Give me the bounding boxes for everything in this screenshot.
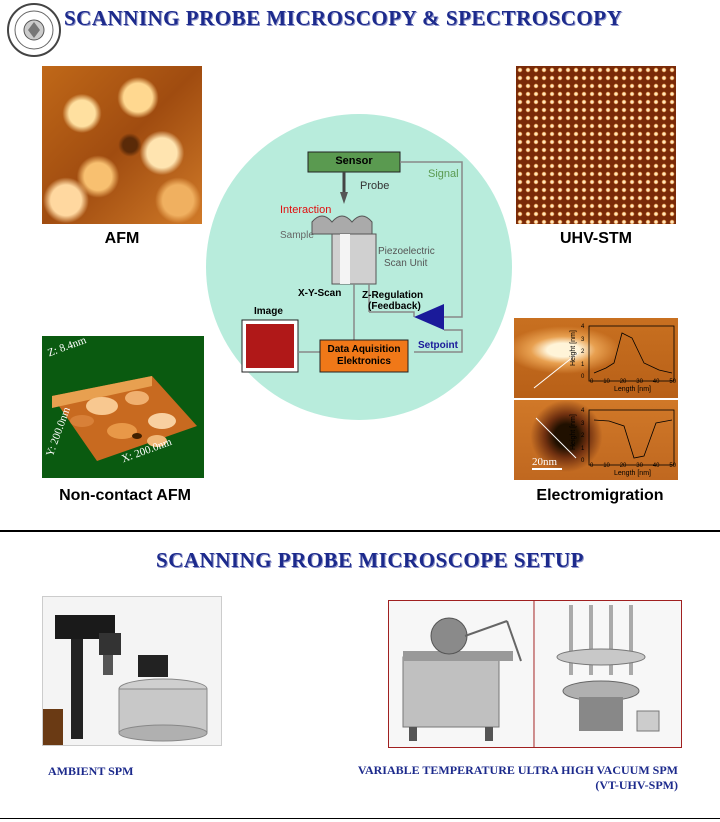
ambient-spm-photo xyxy=(42,596,222,746)
em-ylabel-2: Height [nm] xyxy=(570,414,577,450)
em-yticks-1: 4 3 2 1 0 xyxy=(581,324,584,380)
em-yticks-2: 4 3 2 1 0 xyxy=(581,408,584,464)
uhv-stm-image xyxy=(516,66,676,224)
ambient-spm-caption: AMBIENT SPM xyxy=(48,764,134,778)
section-divider xyxy=(0,530,720,532)
vt-uhv-spm-photo-frame xyxy=(388,600,682,748)
afm-caption: AFM xyxy=(104,230,140,247)
electromigration-caption: Electromigration xyxy=(536,487,664,504)
em-ytick: 0 xyxy=(581,458,585,464)
xy-scan-label: X-Y-Scan xyxy=(298,288,342,299)
em-ytick: 3 xyxy=(581,336,585,343)
em-xtick: 30 xyxy=(636,463,643,469)
em-ytick: 2 xyxy=(581,433,585,439)
em-ytick: 3 xyxy=(581,420,585,427)
piezo-label-line2: Scan Unit xyxy=(384,258,428,269)
em-xticks-2: 0 10 20 30 40 50 xyxy=(590,463,676,469)
probe-label: Probe xyxy=(360,180,390,192)
afm-image xyxy=(42,66,202,224)
daq-label-line1: Data Aquisition xyxy=(327,344,401,355)
em-xtick: 0 xyxy=(590,379,594,385)
em-xtick: 0 xyxy=(590,463,594,469)
em-xticks-1: 0 10 20 30 40 50 xyxy=(590,379,676,385)
interaction-label: Interaction xyxy=(280,204,332,216)
noncontact-afm-image: Z: 8.4nm Y: 200.0nm X: 200.0nm xyxy=(42,336,204,478)
em-ytick: 1 xyxy=(581,445,585,452)
em-ytick: 0 xyxy=(581,374,585,380)
bottom-divider xyxy=(0,818,720,819)
em-xtick: 40 xyxy=(652,379,660,385)
em-xtick: 50 xyxy=(669,379,676,385)
sample-label: Sample xyxy=(280,230,314,241)
image-label: Image xyxy=(254,306,283,317)
em-ytick: 4 xyxy=(581,324,585,330)
z-regulation-label-line2: (Feedback) xyxy=(368,301,421,312)
university-seal-logo xyxy=(4,2,64,58)
em-xlabel-1: Length [nm] xyxy=(614,386,651,393)
em-xtick: 30 xyxy=(636,379,643,385)
em-ytick: 4 xyxy=(581,408,585,414)
em-xtick: 10 xyxy=(603,379,610,385)
em-xtick: 40 xyxy=(652,463,660,469)
em-xtick: 50 xyxy=(669,463,676,469)
em-ytick: 1 xyxy=(581,361,585,368)
z-regulation-label-line1: Z-Regulation xyxy=(362,290,424,301)
electromigration-panel: Height [nm] Length [nm] Height [nm] Leng… xyxy=(514,318,678,480)
em-scale-label: 20nm xyxy=(532,456,558,468)
piezo-label-line1: Piezoelectric xyxy=(378,246,435,257)
spm-diagram: Sensor Probe Signal Interaction Sample P… xyxy=(204,112,514,422)
setpoint-label: Setpoint xyxy=(418,340,458,351)
signal-label: Signal xyxy=(428,168,459,180)
sensor-label: Sensor xyxy=(335,155,373,167)
noncontact-afm-caption: Non-contact AFM xyxy=(59,487,191,504)
page-title: SCANNING PROBE MICROSCOPY & SPECTROSCOPY xyxy=(64,6,623,30)
em-ylabel-1: Height [nm] xyxy=(570,330,577,366)
setup-title: SCANNING PROBE MICROSCOPE SETUP xyxy=(156,548,584,572)
vt-caption-line1: VARIABLE TEMPERATURE ULTRA HIGH VACUUM S… xyxy=(357,763,678,777)
electromigration-image-1 xyxy=(514,318,678,398)
em-xtick: 10 xyxy=(603,463,610,469)
em-ytick: 2 xyxy=(581,349,585,355)
daq-label-line2: Elektronics xyxy=(337,356,391,367)
electromigration-image-2 xyxy=(514,400,678,480)
em-xtick: 20 xyxy=(619,379,627,385)
vt-caption-line2: (VT-UHV-SPM) xyxy=(595,778,678,792)
em-xlabel-2: Length [nm] xyxy=(614,470,651,477)
vt-uhv-spm-caption: VARIABLE TEMPERATURE ULTRA HIGH VACUUM S… xyxy=(340,763,678,793)
em-xtick: 20 xyxy=(619,463,627,469)
uhv-stm-caption: UHV-STM xyxy=(560,230,632,247)
